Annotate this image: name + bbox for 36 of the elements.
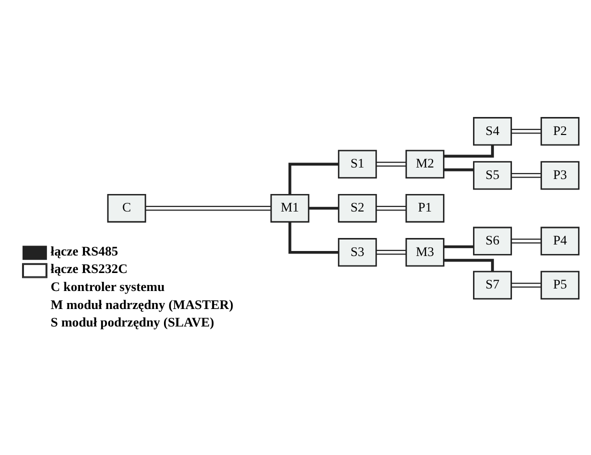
- node-box: P2: [540, 117, 580, 146]
- node-box: S2: [338, 194, 377, 223]
- node-box: S6: [473, 226, 512, 256]
- connector: [444, 145, 494, 158]
- connector: [376, 206, 406, 211]
- node-box: S1: [338, 150, 377, 178]
- legend-label: łącze RS485: [50, 243, 118, 258]
- connector: [444, 245, 474, 248]
- node-box: C: [107, 194, 146, 223]
- connector: [444, 168, 474, 172]
- node-box: M1: [270, 194, 310, 223]
- connector: [288, 222, 339, 254]
- connector: [511, 128, 542, 134]
- node-box: S5: [473, 161, 512, 190]
- legend-label: M moduł nadrzędny (MASTER): [50, 296, 234, 312]
- connector: [146, 206, 271, 211]
- node-box: P5: [540, 270, 580, 300]
- node-box: P1: [405, 194, 444, 223]
- node-box: M3: [405, 238, 444, 267]
- node-box: P4: [540, 226, 580, 256]
- node-box: P3: [540, 161, 580, 190]
- connector: [288, 162, 339, 195]
- connector: [444, 258, 494, 272]
- connector: [511, 173, 542, 178]
- connector: [511, 238, 542, 244]
- legend-label: S moduł podrzędny (SLAVE): [50, 314, 214, 330]
- node-box: S4: [473, 117, 512, 146]
- legend-label: łącze RS232C: [50, 261, 128, 276]
- node-box: S3: [338, 238, 377, 267]
- connector: [308, 206, 338, 210]
- node-box: S7: [473, 270, 512, 300]
- legend-label: C kontroler systemu: [50, 279, 165, 294]
- connector: [511, 282, 542, 288]
- node-box: M2: [405, 150, 444, 178]
- connector: [376, 162, 406, 167]
- connector: [376, 250, 406, 255]
